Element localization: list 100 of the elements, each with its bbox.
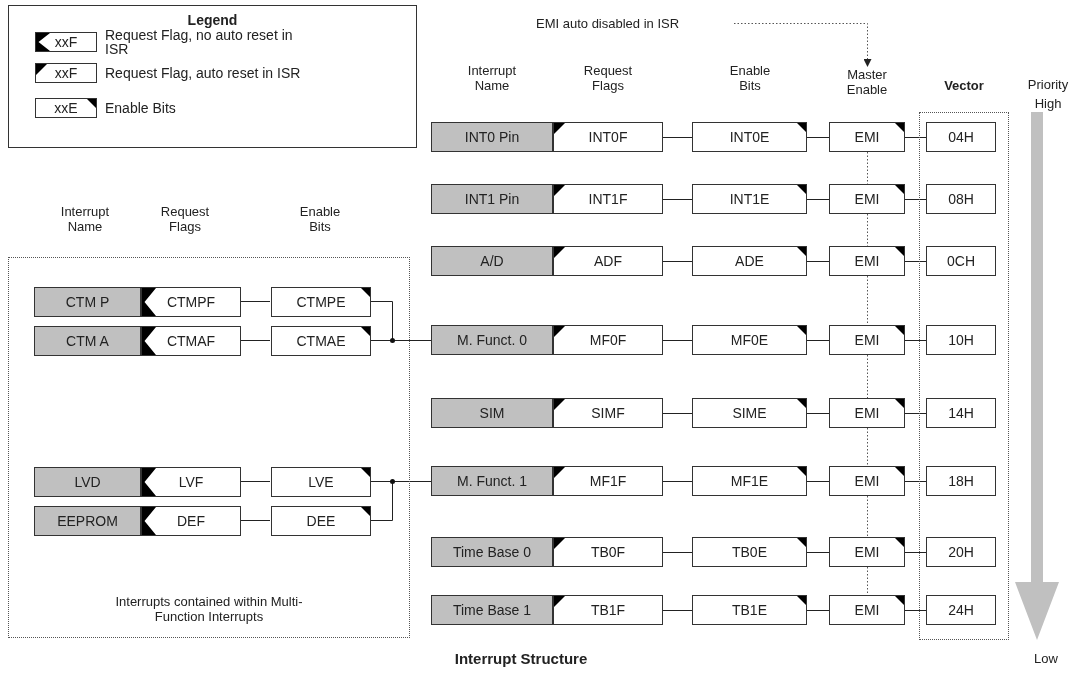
connector-line bbox=[806, 261, 830, 262]
connector-line bbox=[662, 261, 693, 262]
priority-label: Priority bbox=[1026, 78, 1070, 93]
connector-line bbox=[904, 552, 927, 553]
connector-line bbox=[662, 340, 693, 341]
vector-address-box: 10H bbox=[926, 325, 996, 355]
enable-bit-box: TB0E bbox=[692, 537, 807, 567]
column-header: Request Flags bbox=[582, 64, 634, 94]
connector-line bbox=[239, 301, 271, 302]
master-enable-box: EMI bbox=[829, 246, 905, 276]
multi-function-panel bbox=[8, 257, 410, 638]
master-enable-box: EMI bbox=[829, 466, 905, 496]
connector-line bbox=[662, 552, 693, 553]
request-flag-box: INT1F bbox=[553, 184, 663, 214]
connector-line bbox=[867, 495, 868, 538]
interrupt-source-box: CTM P bbox=[34, 287, 141, 317]
connector-line bbox=[867, 566, 868, 596]
request-flag-box: MF1F bbox=[553, 466, 663, 496]
interrupt-source-box: INT0 Pin bbox=[431, 122, 553, 152]
connector-line bbox=[904, 199, 927, 200]
connector-line bbox=[904, 481, 927, 482]
request-flag-box: CTMAF bbox=[141, 326, 241, 356]
vector-address-box: 18H bbox=[926, 466, 996, 496]
connector-line bbox=[904, 340, 927, 341]
enable-bit-box: CTMAE bbox=[271, 326, 371, 356]
interrupt-source-box: EEPROM bbox=[34, 506, 141, 536]
connector-line bbox=[806, 137, 830, 138]
connector-line bbox=[806, 552, 830, 553]
connector-line bbox=[369, 481, 432, 521]
enable-bit-box: LVE bbox=[271, 467, 371, 497]
connector-line bbox=[867, 213, 868, 247]
column-header: Interrupt Name bbox=[59, 205, 111, 235]
connector-line bbox=[904, 413, 927, 414]
master-enable-box: EMI bbox=[829, 122, 905, 152]
connector-line bbox=[662, 199, 693, 200]
interrupt-source-box: Time Base 1 bbox=[431, 595, 553, 625]
interrupt-source-box: M. Funct. 1 bbox=[431, 466, 553, 496]
enable-bit-box: TB1E bbox=[692, 595, 807, 625]
legend-sample: xxF bbox=[35, 63, 97, 83]
legend-title: Legend bbox=[186, 12, 239, 28]
column-header: Enable Bits bbox=[298, 205, 342, 235]
request-flag-box: SIMF bbox=[553, 398, 663, 428]
interrupt-source-box: LVD bbox=[34, 467, 141, 497]
interrupt-source-box: CTM A bbox=[34, 326, 141, 356]
diagram-caption: Interrupt Structure bbox=[453, 650, 589, 667]
column-header: Master Enable bbox=[832, 66, 902, 100]
master-enable-box: EMI bbox=[829, 184, 905, 214]
connector-line bbox=[662, 137, 693, 138]
connector-line bbox=[806, 610, 830, 611]
priority-label: High bbox=[1033, 97, 1063, 112]
note-text: EMI auto disabled in ISR bbox=[536, 14, 730, 32]
request-flag-box: MF0F bbox=[553, 325, 663, 355]
connector-line bbox=[867, 427, 868, 467]
connector-line bbox=[239, 520, 271, 521]
legend-text: Enable Bits bbox=[105, 101, 177, 115]
column-header: Enable Bits bbox=[728, 64, 772, 94]
column-header: Interrupt Name bbox=[466, 64, 518, 94]
interrupt-source-box: Time Base 0 bbox=[431, 537, 553, 567]
vector-address-box: 20H bbox=[926, 537, 996, 567]
vector-address-box: 24H bbox=[926, 595, 996, 625]
legend-text: Request Flag, no auto reset in ISR bbox=[105, 28, 294, 56]
enable-bit-box: INT1E bbox=[692, 184, 807, 214]
connector-line bbox=[733, 23, 872, 67]
connector-line bbox=[904, 137, 927, 138]
request-flag-box: TB0F bbox=[553, 537, 663, 567]
interrupt-source-box: A/D bbox=[431, 246, 553, 276]
master-enable-box: EMI bbox=[829, 537, 905, 567]
priority-label: Low bbox=[1033, 652, 1059, 667]
column-header: Request Flags bbox=[159, 205, 211, 235]
connector-line bbox=[806, 199, 830, 200]
connector-line bbox=[662, 481, 693, 482]
request-flag-box: INT0F bbox=[553, 122, 663, 152]
connector-line bbox=[662, 413, 693, 414]
connector-line bbox=[239, 340, 271, 341]
connector-line bbox=[662, 610, 693, 611]
master-enable-box: EMI bbox=[829, 595, 905, 625]
connector-line bbox=[806, 481, 830, 482]
connector-line bbox=[369, 340, 432, 341]
request-flag-box: ADF bbox=[553, 246, 663, 276]
legend-sample: xxF bbox=[35, 32, 97, 52]
vector-address-box: 04H bbox=[926, 122, 996, 152]
enable-bit-box: ADE bbox=[692, 246, 807, 276]
enable-bit-box: INT0E bbox=[692, 122, 807, 152]
enable-bit-box: CTMPE bbox=[271, 287, 371, 317]
enable-bit-box: SIME bbox=[692, 398, 807, 428]
master-enable-box: EMI bbox=[829, 325, 905, 355]
connector-line bbox=[867, 151, 868, 185]
connector-line bbox=[867, 275, 868, 326]
connector-line bbox=[806, 413, 830, 414]
connector-line bbox=[904, 261, 927, 262]
column-header: Vector bbox=[943, 78, 985, 93]
vector-address-box: 08H bbox=[926, 184, 996, 214]
legend-text: Request Flag, auto reset in ISR bbox=[105, 66, 302, 80]
connector-line bbox=[239, 481, 271, 482]
interrupt-source-box: M. Funct. 0 bbox=[431, 325, 553, 355]
vector-address-box: 14H bbox=[926, 398, 996, 428]
request-flag-box: CTMPF bbox=[141, 287, 241, 317]
request-flag-box: TB1F bbox=[553, 595, 663, 625]
interrupt-source-box: INT1 Pin bbox=[431, 184, 553, 214]
master-enable-box: EMI bbox=[829, 398, 905, 428]
